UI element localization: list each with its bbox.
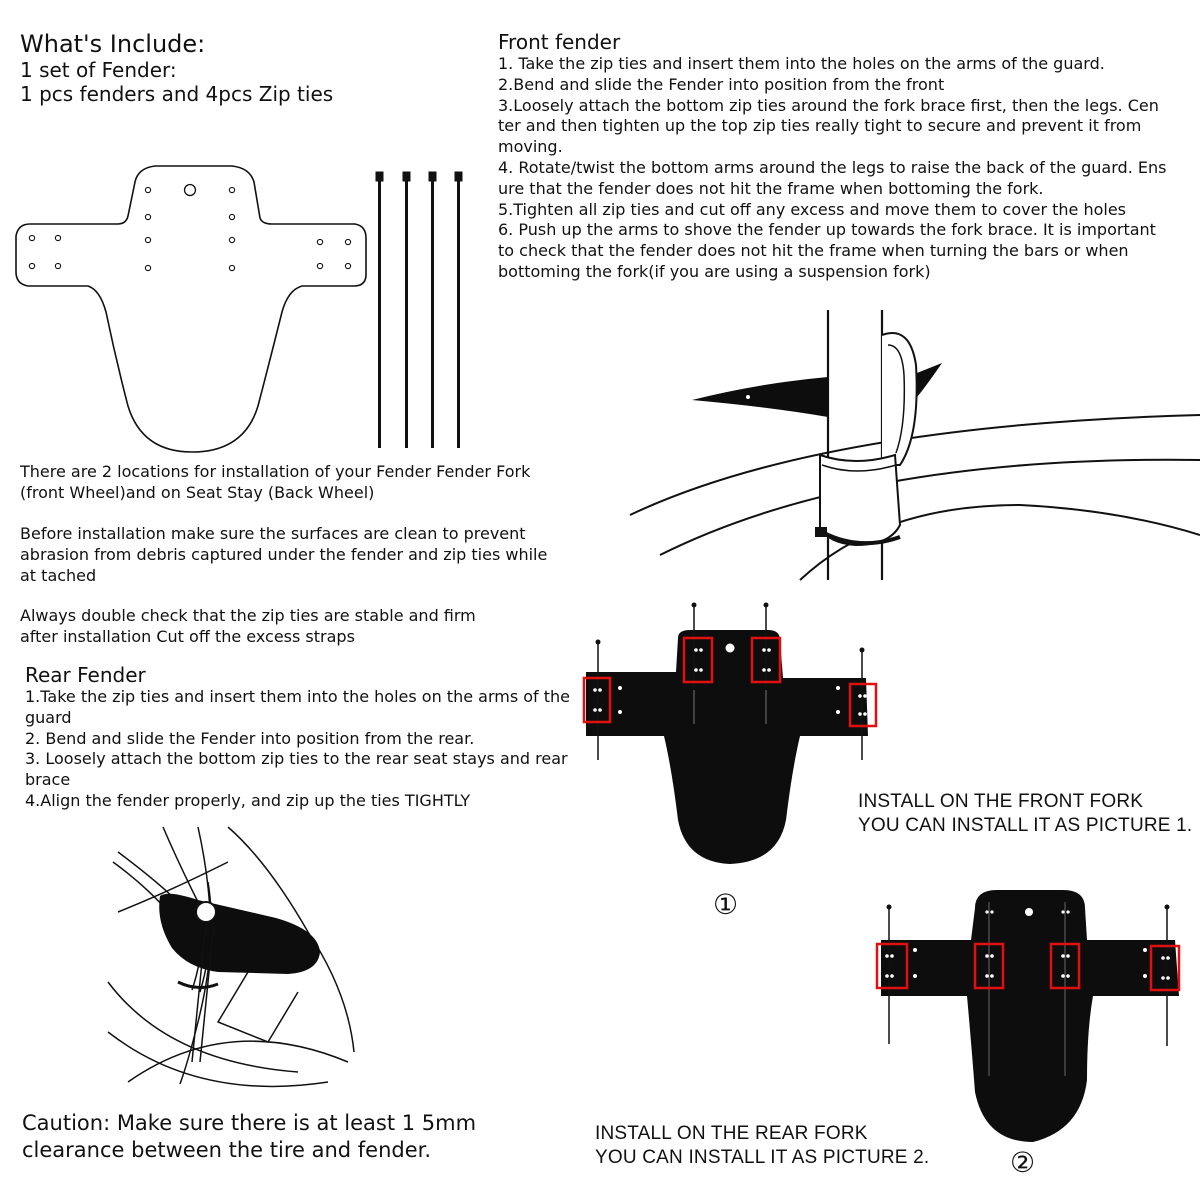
front-fender-section: Front fender 1. Take the zip ties and in… <box>498 30 1198 283</box>
rear-fender-step-4: 4.Align the fender properly, and zip up … <box>25 790 471 810</box>
whats-include-title: What's Include: <box>20 30 206 58</box>
picture-2-number: ② <box>1010 1146 1036 1179</box>
caution-note: Caution: Make sure there is at least 1 5… <box>22 1111 477 1162</box>
install-rear-label: INSTALL ON THE REAR FORK YOU CAN INSTALL… <box>595 1122 929 1170</box>
front-fork-illustration <box>629 310 1200 581</box>
rear-fender-section: Rear Fender 1.Take the zip ties and inse… <box>25 663 585 812</box>
note-check: Always double check that the zip ties ar… <box>20 606 476 646</box>
picture-1-number: ① <box>713 888 739 921</box>
whats-include-section: What's Include: 1 set of Fender: 1 pcs f… <box>20 30 333 106</box>
install-front-line2: YOU CAN INSTALL IT AS PICTURE 1. <box>858 815 1193 836</box>
front-fender-title: Front fender <box>498 30 621 54</box>
front-fender-step-6: 6. Push up the arms to shove the fender … <box>498 220 1156 281</box>
rear-fender-step-2: 2. Bend and slide the Fender into positi… <box>25 728 475 748</box>
whats-include-line2: 1 pcs fenders and 4pcs Zip ties <box>20 82 334 106</box>
zip-ties-illustration <box>375 171 463 448</box>
front-fender-step-1: 1. Take the zip ties and insert them int… <box>498 54 1105 73</box>
front-fender-step-4: 4. Rotate/twist the bottom arms around t… <box>498 157 1167 198</box>
install-front-line1: INSTALL ON THE FRONT FORK <box>858 791 1144 812</box>
rear-fender-step-1: 1.Take the zip ties and insert them into… <box>25 687 571 727</box>
front-fender-step-3: 3.Loosely attach the bottom zip ties aro… <box>498 95 1159 157</box>
note-locations: There are 2 locations for installation o… <box>20 462 531 502</box>
front-fender-step-5: 5.Tighten all zip ties and cut off any e… <box>498 199 1127 219</box>
install-front-label: INSTALL ON THE FRONT FORK YOU CAN INSTAL… <box>858 790 1192 838</box>
rear-fender-title: Rear Fender <box>25 663 146 687</box>
rear-fender-installation-illustration <box>107 826 355 1088</box>
whats-include-line1: 1 set of Fender: <box>20 58 177 82</box>
install-rear-line1: INSTALL ON THE REAR FORK <box>595 1123 868 1144</box>
rear-fender-step-3: 3. Loosely attach the bottom zip ties to… <box>25 749 568 790</box>
front-fender-step-2: 2.Bend and slide the Fender into positio… <box>498 74 945 94</box>
rear-fork-fender-diagram <box>875 890 1181 1142</box>
note-clean: Before installation make sure the surfac… <box>20 524 548 585</box>
fender-outline-illustration <box>15 165 367 453</box>
install-rear-line2: YOU CAN INSTALL IT AS PICTURE 2. <box>595 1147 930 1168</box>
front-fork-fender-diagram <box>582 602 878 864</box>
